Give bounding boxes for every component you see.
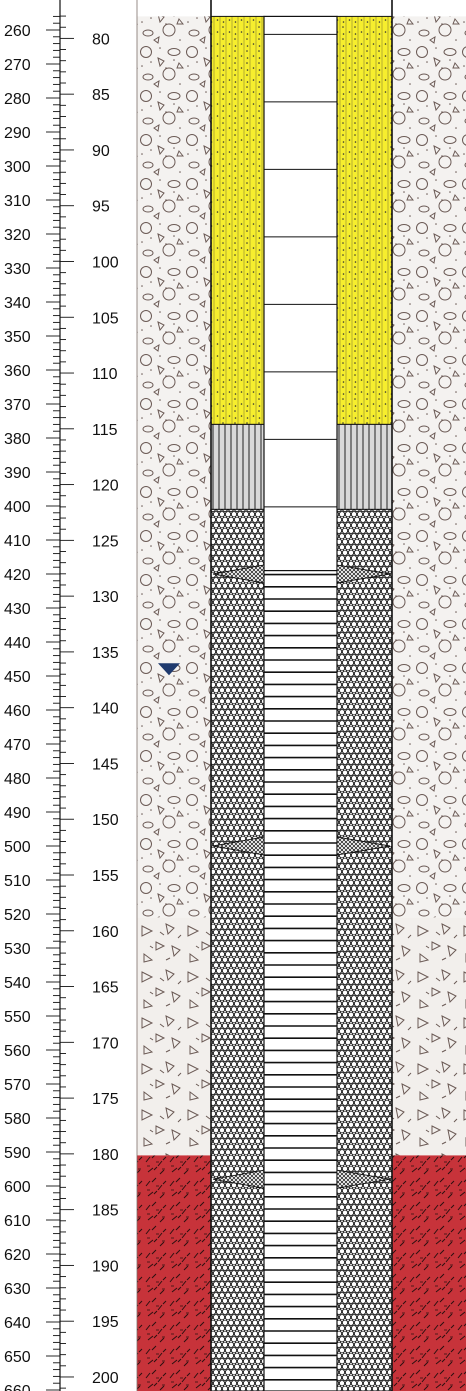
feet-label: 520 [4, 907, 31, 924]
meter-label: 135 [92, 645, 119, 662]
meter-label: 145 [92, 756, 119, 773]
meter-label: 80 [92, 31, 110, 48]
filter-pack-right [336, 508, 393, 1391]
meter-label: 195 [92, 1314, 119, 1331]
feet-label: 560 [4, 1043, 31, 1060]
meter-label: 165 [92, 980, 119, 997]
depth-scales: 260 270 280 290 300 310 320 330 340 350 360 370 380 3… [4, 0, 119, 1391]
meter-label: 105 [92, 310, 119, 327]
centralizer-right [336, 564, 391, 584]
meter-label: 85 [92, 87, 110, 104]
meter-label: 200 [92, 1370, 119, 1387]
feet-label: 320 [4, 227, 31, 244]
feet-label: 420 [4, 567, 31, 584]
filter-pack-left [210, 508, 265, 1391]
well-screen [263, 569, 338, 1391]
feet-label: 370 [4, 397, 31, 414]
feet-label: 380 [4, 431, 31, 448]
grout-left [210, 15, 265, 425]
feet-label: 310 [4, 193, 31, 210]
meter-label: 110 [92, 366, 118, 383]
feet-label: 390 [4, 465, 31, 482]
feet-label: 630 [4, 1281, 31, 1298]
blank-casing [263, 15, 338, 572]
feet-label: 650 [4, 1349, 31, 1366]
feet-label: 480 [4, 771, 31, 788]
bentonite-seal-left [210, 423, 265, 510]
feet-label: 400 [4, 499, 31, 516]
feet-label: 500 [4, 839, 31, 856]
feet-label: 490 [4, 805, 31, 822]
feet-label: 540 [4, 975, 31, 992]
well-construction [158, 0, 393, 1391]
feet-label: 260 [4, 23, 31, 40]
meter-label: 185 [92, 1203, 119, 1220]
meter-label: 125 [92, 533, 119, 550]
grout-right [336, 15, 393, 425]
meter-label: 90 [92, 143, 110, 160]
meter-label: 115 [92, 422, 118, 439]
meter-label: 130 [92, 589, 119, 606]
feet-label: 270 [4, 57, 31, 74]
feet-label: 640 [4, 1315, 31, 1332]
meter-label: 180 [92, 1147, 119, 1164]
feet-label: 300 [4, 159, 31, 176]
feet-label: 620 [4, 1247, 31, 1264]
meter-label: 155 [92, 868, 119, 885]
feet-label: 340 [4, 295, 31, 312]
meter-label: 175 [92, 1091, 119, 1108]
feet-label: 660 [4, 1383, 31, 1391]
feet-label: 610 [4, 1213, 31, 1230]
meter-label: 95 [92, 199, 110, 216]
feet-label: 430 [4, 601, 31, 618]
feet-label: 450 [4, 669, 31, 686]
feet-label: 290 [4, 125, 31, 142]
centralizer-right [336, 1169, 391, 1189]
feet-label: 570 [4, 1077, 31, 1094]
feet-label: 440 [4, 635, 31, 652]
feet-label: 360 [4, 363, 31, 380]
feet-label: 580 [4, 1111, 31, 1128]
centralizer-left [212, 1169, 265, 1189]
feet-label: 590 [4, 1145, 31, 1162]
meter-label: 170 [92, 1035, 119, 1052]
feet-label: 550 [4, 1009, 31, 1026]
feet-label: 600 [4, 1179, 31, 1196]
centralizer-right [336, 836, 391, 856]
centralizer-left [212, 836, 265, 856]
feet-label: 280 [4, 91, 31, 108]
feet-label: 530 [4, 941, 31, 958]
feet-label: 510 [4, 873, 31, 890]
meter-label: 150 [92, 812, 119, 829]
meter-label: 100 [92, 254, 119, 271]
feet-label: 330 [4, 261, 31, 278]
centralizer-left [212, 564, 265, 584]
meter-label: 160 [92, 924, 119, 941]
meter-label: 120 [92, 478, 119, 495]
feet-label: 470 [4, 737, 31, 754]
meter-label: 190 [92, 1258, 119, 1275]
water-level-marker-icon [158, 663, 180, 676]
feet-label: 350 [4, 329, 31, 346]
meter-label: 140 [92, 701, 119, 718]
feet-label: 410 [4, 533, 31, 550]
bentonite-seal-right [336, 423, 393, 510]
feet-label: 460 [4, 703, 31, 720]
